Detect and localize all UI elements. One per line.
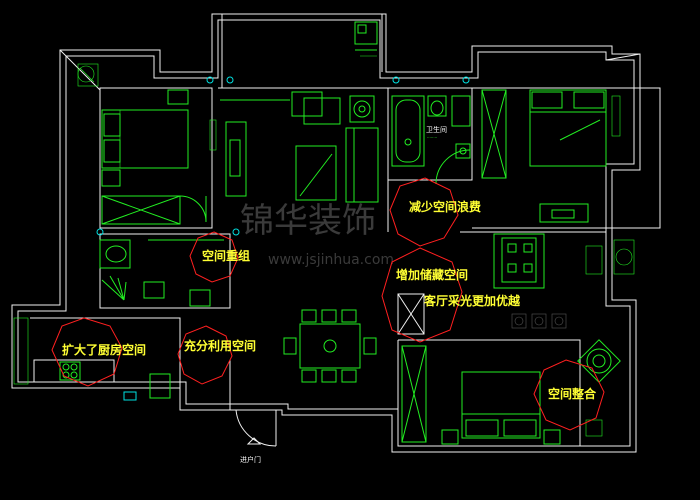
annotation-label-3: 增加储藏空间 bbox=[396, 267, 468, 282]
right-balcony bbox=[585, 239, 635, 275]
master-wardrobe bbox=[481, 89, 507, 179]
annotation-circle-4 bbox=[51, 317, 123, 387]
sink bbox=[455, 143, 471, 159]
annotation-label-6: 充分利用空间 bbox=[184, 338, 256, 353]
bathroom: 卫生间 ········ bbox=[391, 95, 471, 167]
bathroom-sublabel: ········ bbox=[427, 135, 437, 140]
sofa bbox=[345, 127, 379, 203]
dining-sideboard bbox=[493, 233, 545, 289]
stove bbox=[59, 361, 81, 381]
dining-table bbox=[299, 323, 361, 369]
guest-bathroom bbox=[99, 239, 224, 307]
annotation-label-5: 扩大了厨房空间 bbox=[62, 342, 146, 357]
annotation-circle-6 bbox=[533, 359, 605, 431]
interior-walls bbox=[30, 14, 661, 446]
fridge bbox=[149, 373, 171, 399]
bathtub bbox=[391, 95, 425, 167]
bathroom-label: 卫生间 bbox=[426, 125, 447, 134]
master-bedroom bbox=[435, 89, 621, 223]
entrance-label: 进户门 bbox=[240, 455, 261, 464]
wardrobe bbox=[101, 195, 181, 225]
annotation-label-1: 减少空间浪费 bbox=[409, 199, 481, 214]
toilet bbox=[427, 95, 447, 117]
bed bbox=[101, 109, 189, 169]
bottom-bed bbox=[461, 371, 541, 439]
bottom-wardrobe bbox=[401, 345, 427, 443]
exterior-walls bbox=[11, 13, 641, 453]
living-room bbox=[220, 91, 379, 203]
nightstand bbox=[101, 169, 121, 187]
storage-cabinet bbox=[397, 293, 425, 335]
annotation-labels: 减少空间浪费 空间重组 增加储藏空间 客厅采光更加优越 扩大了厨房空间 充分利用… bbox=[62, 199, 597, 401]
annotation-label-4: 客厅采光更加优越 bbox=[423, 293, 521, 308]
top-balcony bbox=[354, 21, 378, 57]
annotation-circles bbox=[51, 177, 605, 431]
desk bbox=[539, 203, 589, 223]
annotation-circle-5 bbox=[177, 325, 233, 385]
coffee-table bbox=[295, 145, 337, 201]
corner-balcony bbox=[577, 339, 621, 383]
annotation-circle-3 bbox=[381, 247, 463, 343]
annotation-circle-2 bbox=[189, 231, 239, 283]
annotation-label-7: 空间整合 bbox=[548, 386, 597, 401]
watermark-url: www.jsjinhua.com bbox=[268, 252, 394, 268]
bottom-bedroom bbox=[401, 345, 603, 445]
armchair-left bbox=[291, 91, 323, 117]
entrance: 进户门 bbox=[235, 409, 277, 464]
columns bbox=[96, 76, 470, 236]
left-bedroom bbox=[101, 89, 217, 225]
dining-area bbox=[283, 309, 377, 383]
watermark: 锦华装饰 www.jsjinhua.com bbox=[240, 201, 394, 268]
storage-zone bbox=[397, 233, 567, 335]
master-bed bbox=[529, 89, 607, 167]
tv-cabinet bbox=[225, 121, 247, 197]
annotation-label-2: 空间重组 bbox=[202, 248, 250, 263]
annotation-circle-1 bbox=[389, 177, 459, 247]
kitchen bbox=[13, 317, 171, 401]
watermark-brand: 锦华装饰 bbox=[240, 201, 376, 241]
blue-cabinet bbox=[123, 391, 137, 401]
left-balcony bbox=[77, 63, 99, 87]
armchair-right bbox=[303, 97, 341, 125]
